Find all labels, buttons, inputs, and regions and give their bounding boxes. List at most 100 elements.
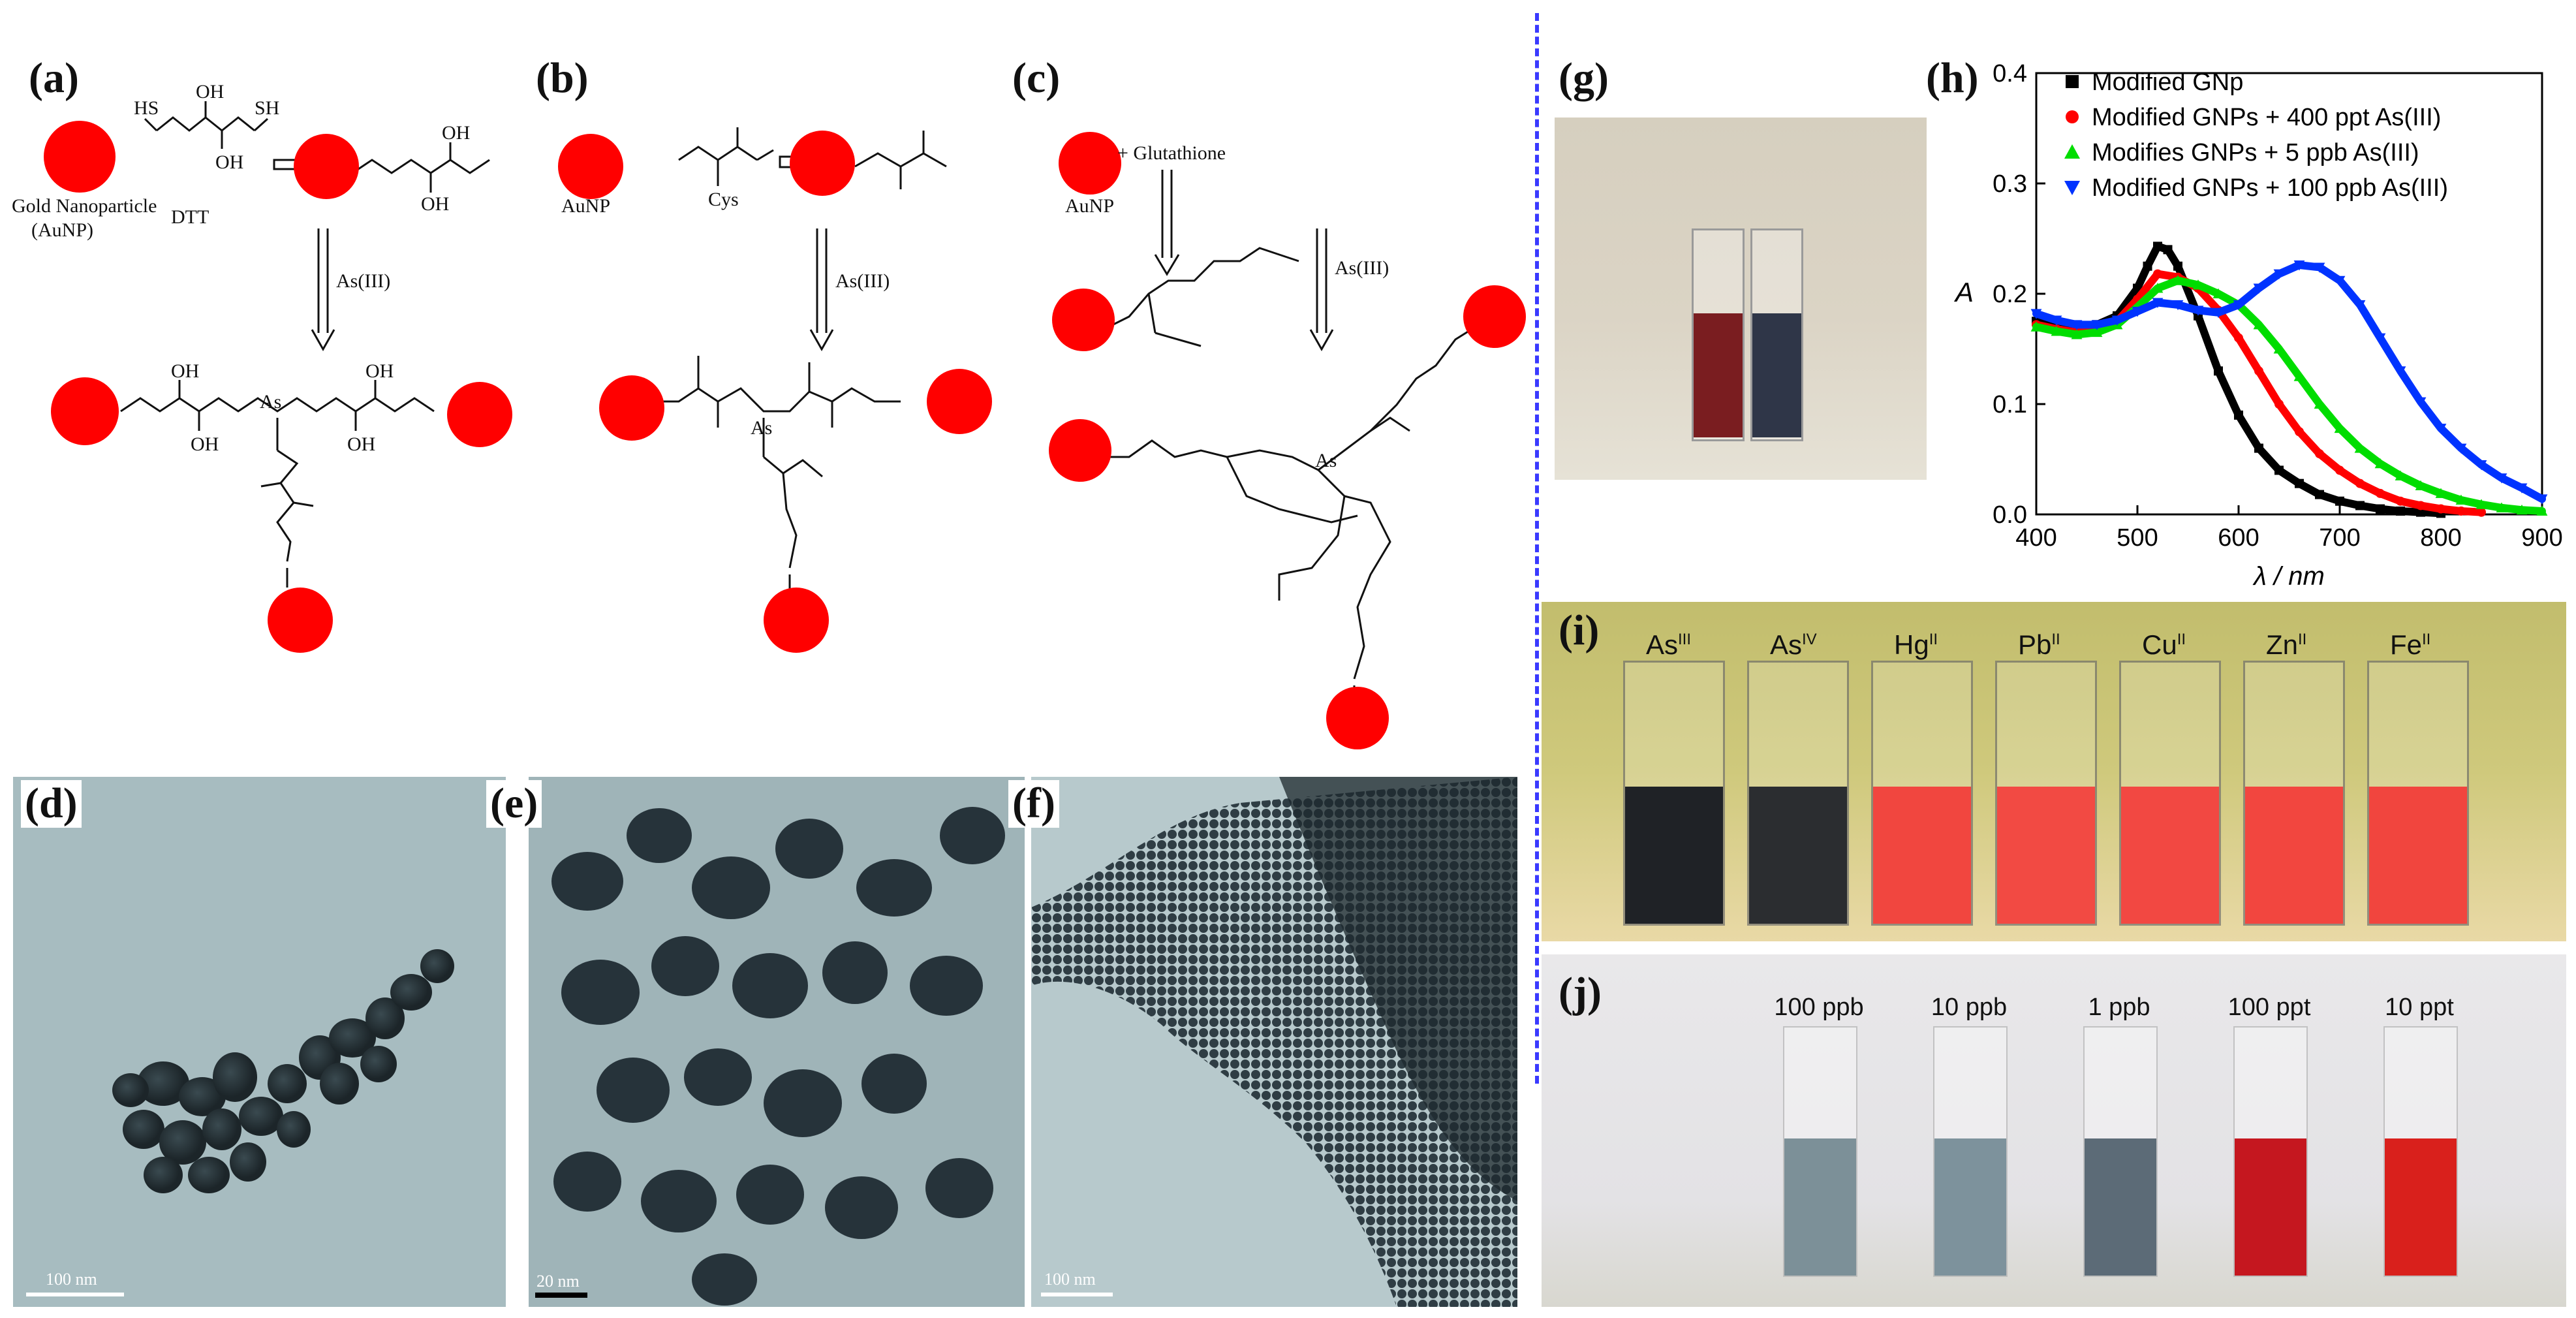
- legend-marker-2: [2064, 144, 2080, 159]
- ion-cuvette: [1871, 661, 1973, 926]
- ion-charge: II: [2422, 631, 2431, 648]
- legend-entry-2: Modifies GNPs + 5 ppb As(III): [2092, 139, 2419, 166]
- data-point-3: [2435, 424, 2447, 434]
- gold-nanoparticle: [927, 369, 992, 434]
- ion-label: PbII: [2018, 629, 2060, 661]
- concentration-label: 100 ppb: [1774, 994, 1864, 1021]
- np-name-b: AuNP: [561, 195, 610, 217]
- data-point-0: [2143, 261, 2152, 271]
- panel-label-b: (b): [532, 54, 593, 102]
- gold-nanoparticle: [268, 588, 333, 653]
- data-point-2: [2253, 319, 2265, 330]
- data-point-1: [2315, 449, 2324, 459]
- y-axis-label: A: [1953, 277, 1974, 307]
- panel-label-j: (j): [1559, 969, 1602, 1016]
- data-point-0: [2335, 496, 2344, 506]
- ion-symbol: As: [1770, 629, 1803, 660]
- ion-label: HgII: [1894, 629, 1938, 661]
- ion-label: FeII: [2390, 629, 2430, 661]
- panel-label-f: (f): [1008, 779, 1059, 828]
- ion-charge: II: [2298, 631, 2307, 648]
- data-point-2: [2415, 480, 2427, 491]
- data-point-0: [2254, 443, 2263, 453]
- x-axis-label: λ / nm: [2252, 562, 2325, 591]
- cuvette-liquid: [2235, 1138, 2306, 1276]
- ion-cuvette: [2243, 661, 2345, 926]
- gold-nanoparticle: [1326, 687, 1389, 749]
- ligand-glutathione: + Glutathione: [1117, 142, 1226, 164]
- data-point-2: [2030, 321, 2042, 332]
- svg-text:OH: OH: [171, 360, 199, 382]
- data-point-2: [2334, 422, 2346, 433]
- svg-text:OH: OH: [191, 433, 219, 455]
- data-point-2: [2152, 283, 2164, 293]
- ion-charge: II: [1929, 631, 1938, 648]
- cuvette-liquid: [1997, 787, 2095, 924]
- np-name-a-line1: Gold Nanoparticle: [12, 195, 157, 217]
- data-point-2: [2354, 443, 2366, 453]
- cuvette-photo-g: [1555, 118, 1927, 480]
- reagent-a: As(III): [336, 270, 390, 292]
- cuvette-liquid: [1934, 1138, 2006, 1276]
- data-point-3: [2536, 494, 2548, 505]
- data-point-0: [2355, 501, 2365, 510]
- gold-nanoparticle: [1463, 285, 1526, 348]
- concentration-cuvette: [1783, 1026, 1857, 1277]
- y-tick-label: 0.2: [1993, 281, 2027, 308]
- svg-text:OH: OH: [365, 360, 394, 382]
- data-point-0: [2173, 261, 2182, 271]
- data-point-0: [2295, 479, 2304, 488]
- gold-nanoparticle: [1052, 289, 1115, 351]
- reagent-c: As(III): [1335, 257, 1389, 279]
- data-point-1: [2335, 465, 2344, 475]
- data-point-3: [2314, 262, 2325, 273]
- gold-nanoparticle: [294, 134, 359, 199]
- data-point-2: [2516, 504, 2528, 515]
- data-point-3: [2496, 473, 2507, 484]
- panel-label-i: (i): [1559, 606, 1600, 654]
- svg-text:As: As: [1315, 450, 1337, 471]
- data-point-3: [2334, 275, 2346, 287]
- data-point-1: [2457, 506, 2466, 516]
- data-point-2: [2475, 499, 2487, 509]
- data-point-3: [2475, 460, 2487, 471]
- tem-image-e: 20 nm: [529, 777, 1025, 1307]
- data-point-1: [2477, 507, 2486, 517]
- svg-text:OH: OH: [347, 433, 375, 455]
- data-point-3: [2111, 315, 2123, 326]
- cuvette-liquid: [1873, 787, 1971, 924]
- data-point-2: [2293, 371, 2305, 381]
- data-point-0: [2163, 245, 2173, 255]
- data-point-1: [2376, 488, 2385, 498]
- data-point-1: [2153, 269, 2162, 279]
- cuvette-liquid: [2085, 1138, 2156, 1276]
- legend-entry-1: Modified GNPs + 400 ppt As(III): [2092, 104, 2441, 131]
- data-point-1: [2416, 501, 2425, 510]
- data-point-3: [2051, 315, 2062, 326]
- scale-label-e: 20 nm: [536, 1272, 580, 1291]
- data-point-2: [2536, 505, 2548, 516]
- panel-label-d: (d): [21, 779, 82, 828]
- ion-symbol: As: [1646, 629, 1679, 660]
- data-point-2: [2212, 288, 2224, 298]
- data-point-3: [2516, 483, 2528, 494]
- gold-nanoparticle: [44, 121, 116, 193]
- legend-marker-3: [2064, 181, 2080, 195]
- panel-divider: [1535, 13, 1539, 1084]
- ion-cuvette: [2119, 661, 2221, 926]
- concentration-cuvette: [2083, 1026, 2158, 1277]
- y-tick-label: 0.4: [1993, 60, 2027, 87]
- ion-charge: III: [1678, 631, 1692, 648]
- ion-cuvette: [1747, 661, 1849, 926]
- ion-cuvette: [2367, 661, 2469, 926]
- concentration-label: 10 ppt: [2385, 994, 2454, 1021]
- legend-marker-0: [2066, 75, 2079, 88]
- scale-label-f: 100 nm: [1044, 1270, 1096, 1289]
- data-point-3: [2354, 300, 2366, 311]
- data-point-3: [2233, 300, 2244, 311]
- cuvette-liquid: [2245, 787, 2343, 924]
- svg-text:SH: SH: [255, 97, 279, 119]
- data-point-3: [2212, 307, 2224, 319]
